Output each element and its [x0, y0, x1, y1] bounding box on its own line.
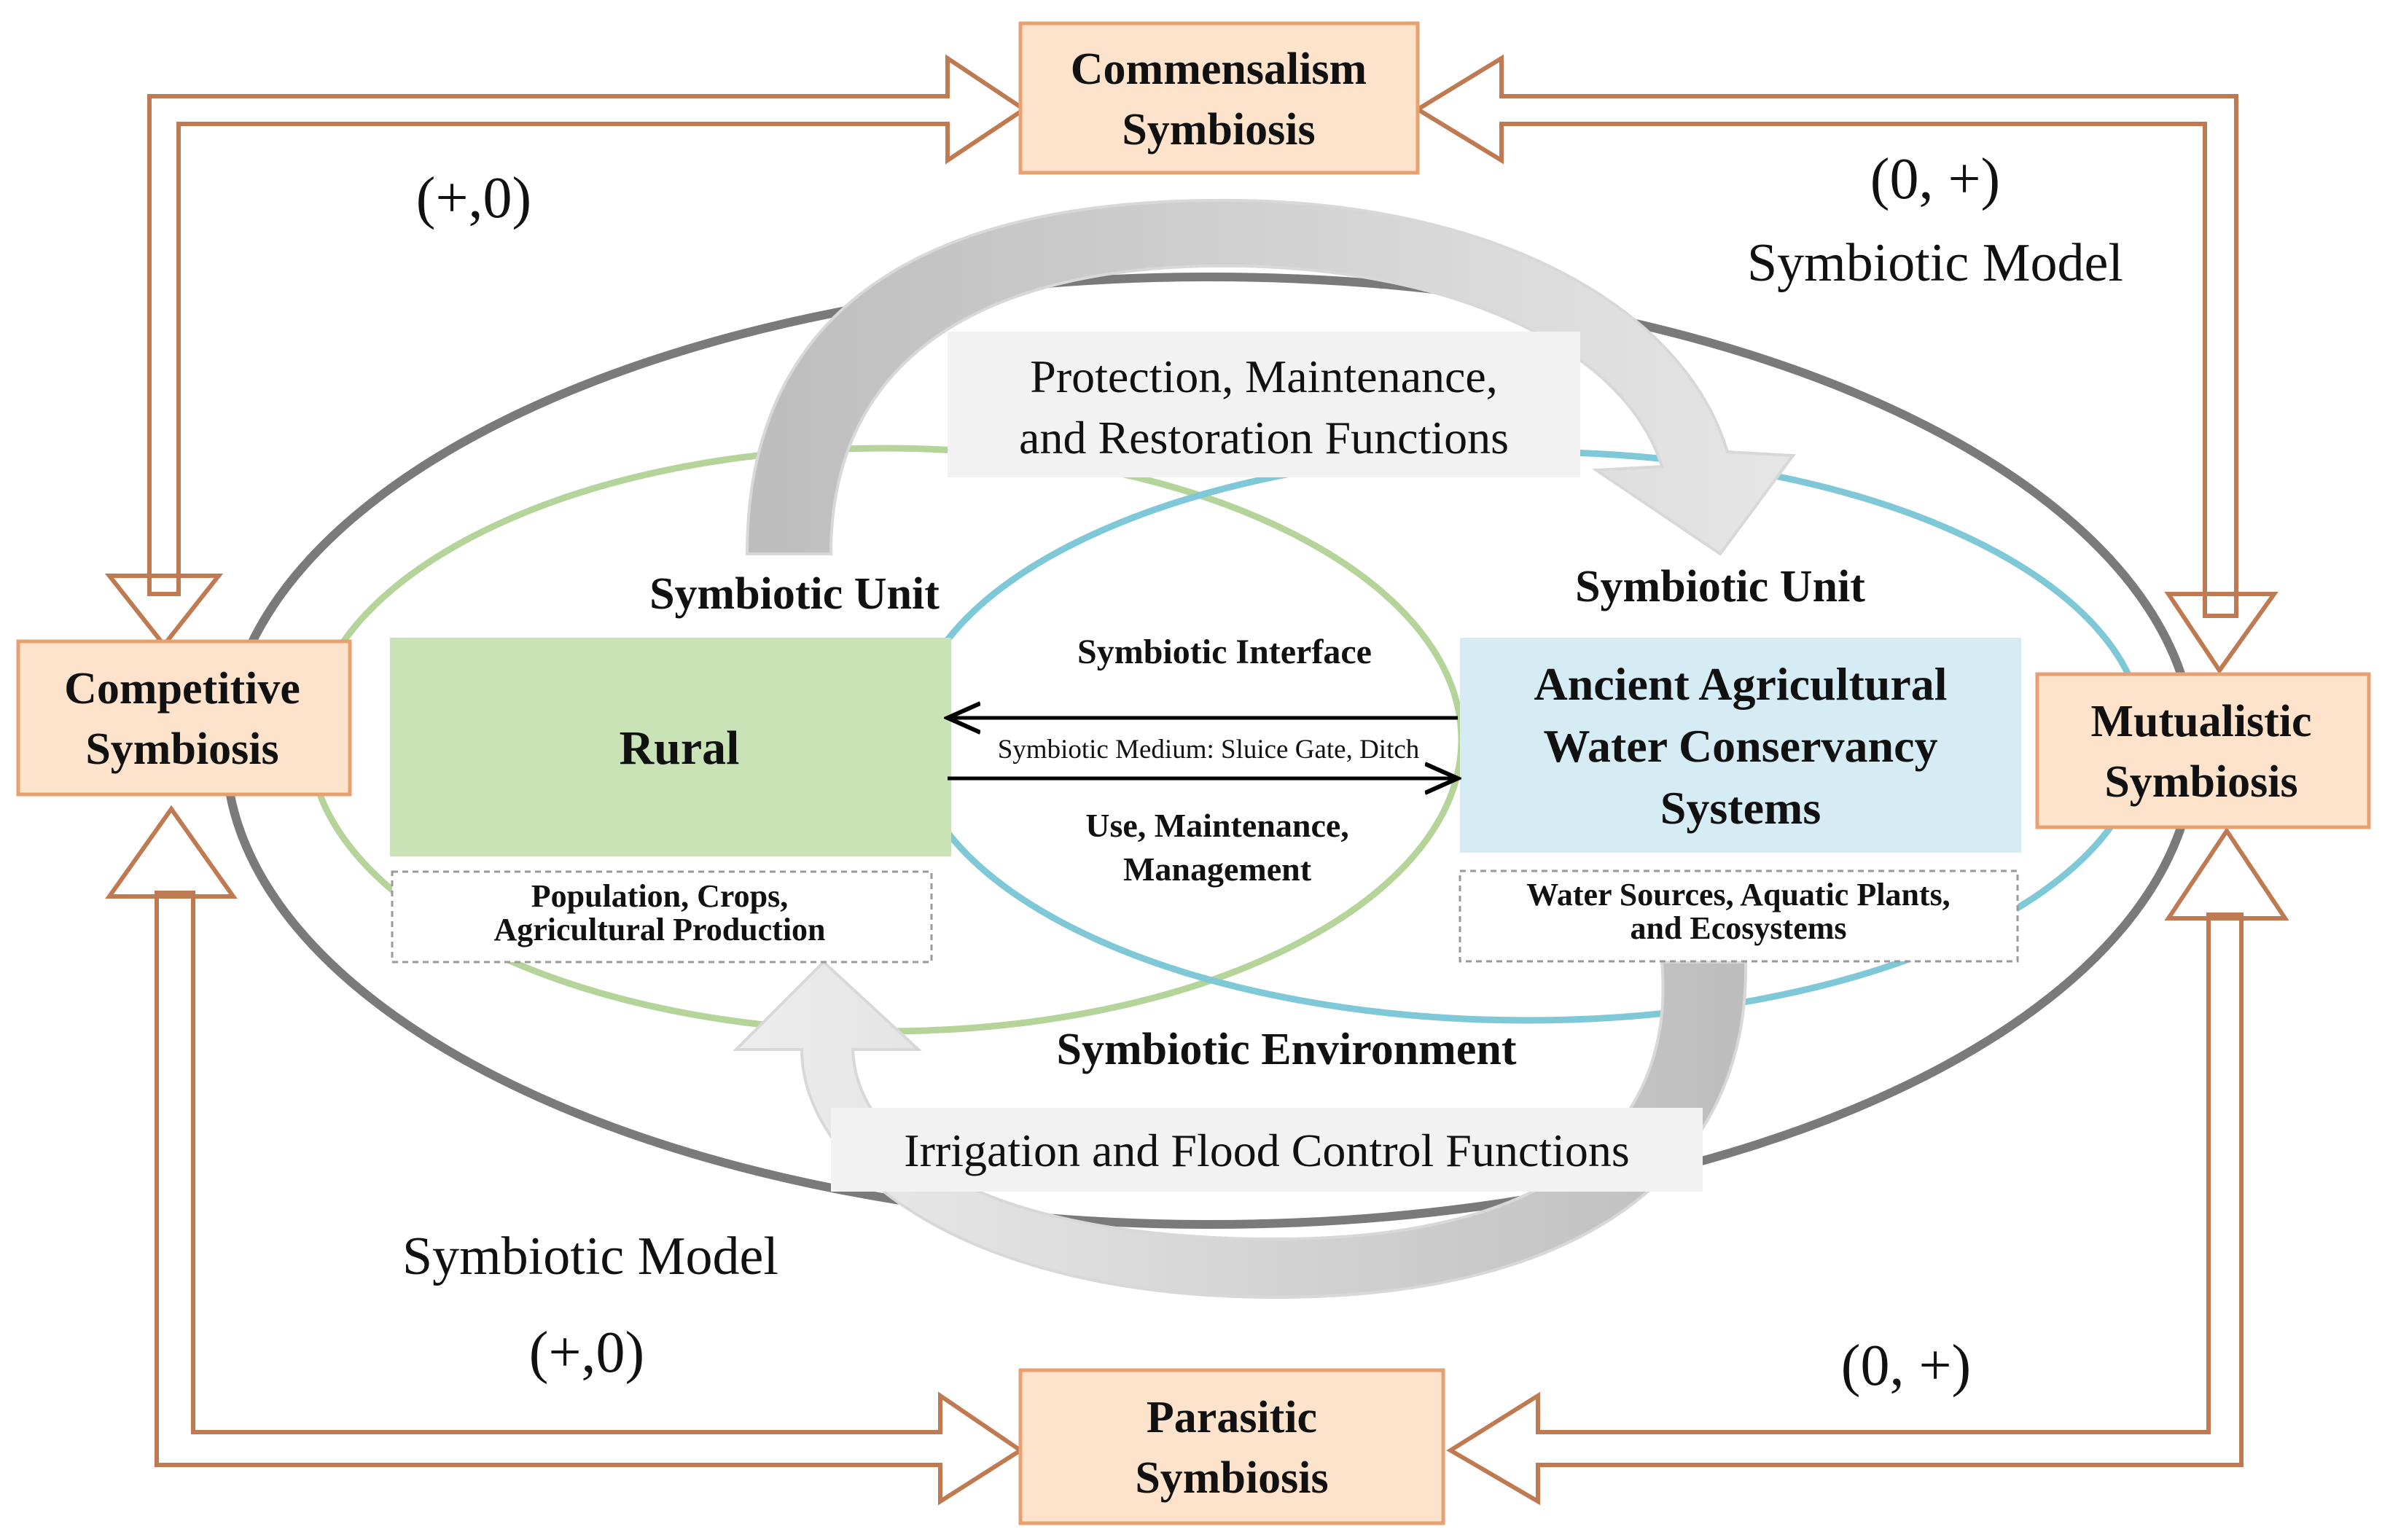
water-label-line3: Systems — [1660, 782, 1821, 834]
sign-bottom-right: (0, +) — [1841, 1334, 1971, 1398]
symbiotic-interface-label: Symbiotic Interface — [1077, 633, 1372, 671]
arrow-mutualistic-to-commensalism — [1413, 54, 2238, 618]
symbiotic-unit-right-label: Symbiotic Unit — [1575, 562, 1865, 611]
arrow-head-up-competitive — [105, 805, 238, 899]
functions-bottom-panel — [831, 1108, 1703, 1192]
rural-note-box — [391, 870, 933, 964]
water-label-line1: Ancient Agricultural — [1534, 658, 1947, 710]
rural-box — [390, 638, 951, 856]
arrow-competitive-to-parasitic — [155, 891, 1025, 1506]
mutualistic-line1: Mutualistic — [2090, 697, 2311, 746]
functions-bottom-label: Irrigation and Flood Control Functions — [904, 1125, 1630, 1176]
parasitic-line2: Symbiosis — [1135, 1453, 1328, 1503]
competitive-box — [16, 639, 352, 797]
water-conservancy-box — [1460, 638, 2021, 853]
competitive-line2: Symbiosis — [85, 724, 278, 774]
rural-note-line2: Agricultural Production — [493, 912, 825, 947]
functions-top-line1: Protection, Maintenance, — [1030, 351, 1498, 402]
parasitic-line1: Parasitic — [1147, 1393, 1317, 1442]
commensalism-line1: Commensalism — [1071, 44, 1367, 94]
model-label-top: Symbiotic Model — [1747, 233, 2123, 293]
functions-top-line2: and Restoration Functions — [1019, 412, 1509, 464]
water-note-line1: Water Sources, Aquatic Plants, — [1526, 877, 1950, 912]
water-note-line2: and Ecosystems — [1630, 910, 1846, 946]
curved-arrow-bottom — [733, 960, 1748, 1299]
symbiotic-unit-left-label: Symbiotic Unit — [649, 569, 940, 619]
rural-label: Rural — [620, 722, 740, 775]
commensalism-box — [1018, 21, 1420, 175]
symbiotic-medium-label: Symbiotic Medium: Sluice Gate, Ditch — [998, 735, 1420, 765]
model-label-bottom: Symbiotic Model — [402, 1227, 778, 1286]
arrow-head-into-competitive — [104, 574, 224, 649]
use-label-line2: Management — [1123, 851, 1312, 888]
sign-top-left: (+,0) — [416, 166, 531, 230]
functions-top-panel — [948, 332, 1580, 477]
mutualistic-box — [2035, 672, 2371, 829]
arrow-head-up-mutualistic — [2164, 826, 2289, 921]
mutualistic-line2: Symbiosis — [2104, 757, 2297, 807]
curved-arrow-top — [745, 198, 1796, 556]
symbiotic-environment-label: Symbiotic Environment — [1057, 1025, 1517, 1074]
use-label-line1: Use, Maintenance, — [1085, 807, 1349, 844]
water-label-line2: Water Conservancy — [1544, 720, 1938, 772]
water-note-box — [1459, 869, 2019, 963]
sign-bottom-left: (+,0) — [529, 1321, 644, 1385]
competitive-line1: Competitive — [64, 664, 300, 714]
parasitic-box — [1018, 1368, 1445, 1525]
rural-note-line1: Population, Crops, — [531, 878, 789, 914]
sign-top-right: (0, +) — [1870, 147, 2000, 211]
arrow-mutualistic-to-parasitic — [1446, 912, 2244, 1506]
arrow-competitive-to-commensalism — [147, 54, 1028, 596]
arrow-head-into-mutualistic — [2164, 592, 2278, 675]
commensalism-line2: Symbiosis — [1122, 105, 1315, 155]
outer-arrow-loop — [104, 54, 2289, 1506]
